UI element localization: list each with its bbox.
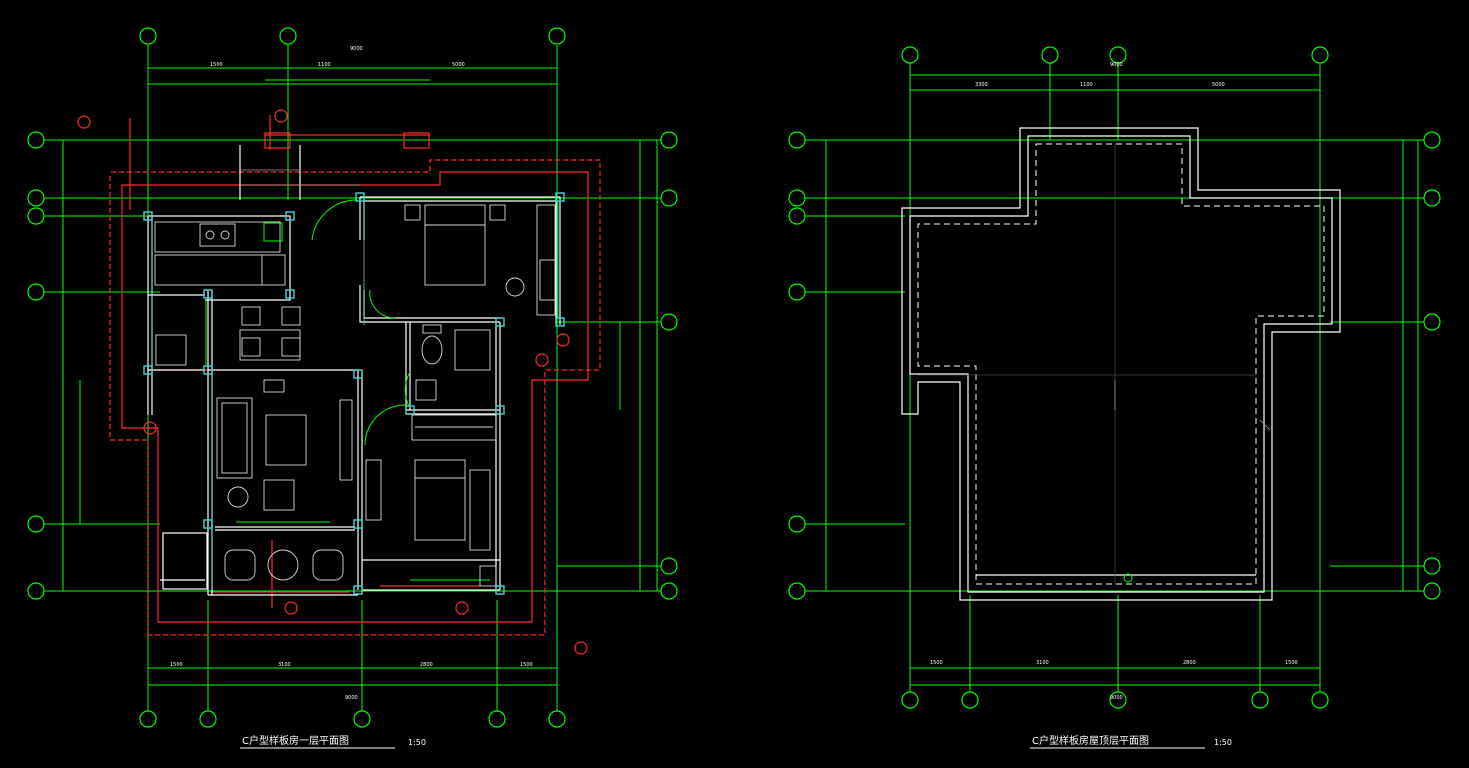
left-plan-title-block: C户型样板房一层平面图 1:50 [240,734,426,749]
svg-text:2800: 2800 [1183,660,1196,666]
svg-text:9000: 9000 [1110,695,1123,701]
right-dimension-notes: 3300 1100 5000 9000 9000 1500 3100 2800 … [930,62,1298,701]
svg-text:9000: 9000 [1110,62,1123,68]
left-eave-outline [77,109,601,655]
right-axis-bubbles [788,46,1441,709]
svg-text:3300: 3300 [975,82,988,88]
right-roof-outline [901,127,1341,601]
svg-text:2800: 2800 [420,662,433,668]
svg-text:9000: 9000 [350,46,363,52]
svg-text:3100: 3100 [278,662,291,668]
left-axis-grid [42,45,670,712]
svg-text:1500: 1500 [520,662,533,668]
right-axis-grid [805,55,1435,700]
left-columns [143,192,565,595]
left-doors [205,199,490,581]
right-plan-scale: 1:50 [1214,738,1232,747]
left-furniture [154,204,556,587]
svg-text:5000: 5000 [452,62,465,68]
svg-text:1500: 1500 [930,660,943,666]
svg-text:1500: 1500 [1285,660,1298,666]
left-dimension-notes: 1500 1100 5000 9000 9000 1500 3100 2800 … [170,46,533,701]
svg-text:1100: 1100 [1080,82,1093,88]
right-plan-title: C户型样板房屋顶层平面图 [1032,734,1149,747]
left-axis-bubbles [27,27,678,728]
svg-text:1100: 1100 [318,62,331,68]
svg-text:9000: 9000 [345,695,358,701]
svg-text:1500: 1500 [170,662,183,668]
svg-text:5000: 5000 [1212,82,1225,88]
left-plan-scale: 1:50 [408,738,426,747]
left-plan-title: C户型样板房一层平面图 [242,734,349,747]
right-plan-title-block: C户型样板房屋顶层平面图 1:50 [1030,734,1232,749]
svg-text:1500: 1500 [210,62,223,68]
svg-text:3100: 3100 [1036,660,1049,666]
